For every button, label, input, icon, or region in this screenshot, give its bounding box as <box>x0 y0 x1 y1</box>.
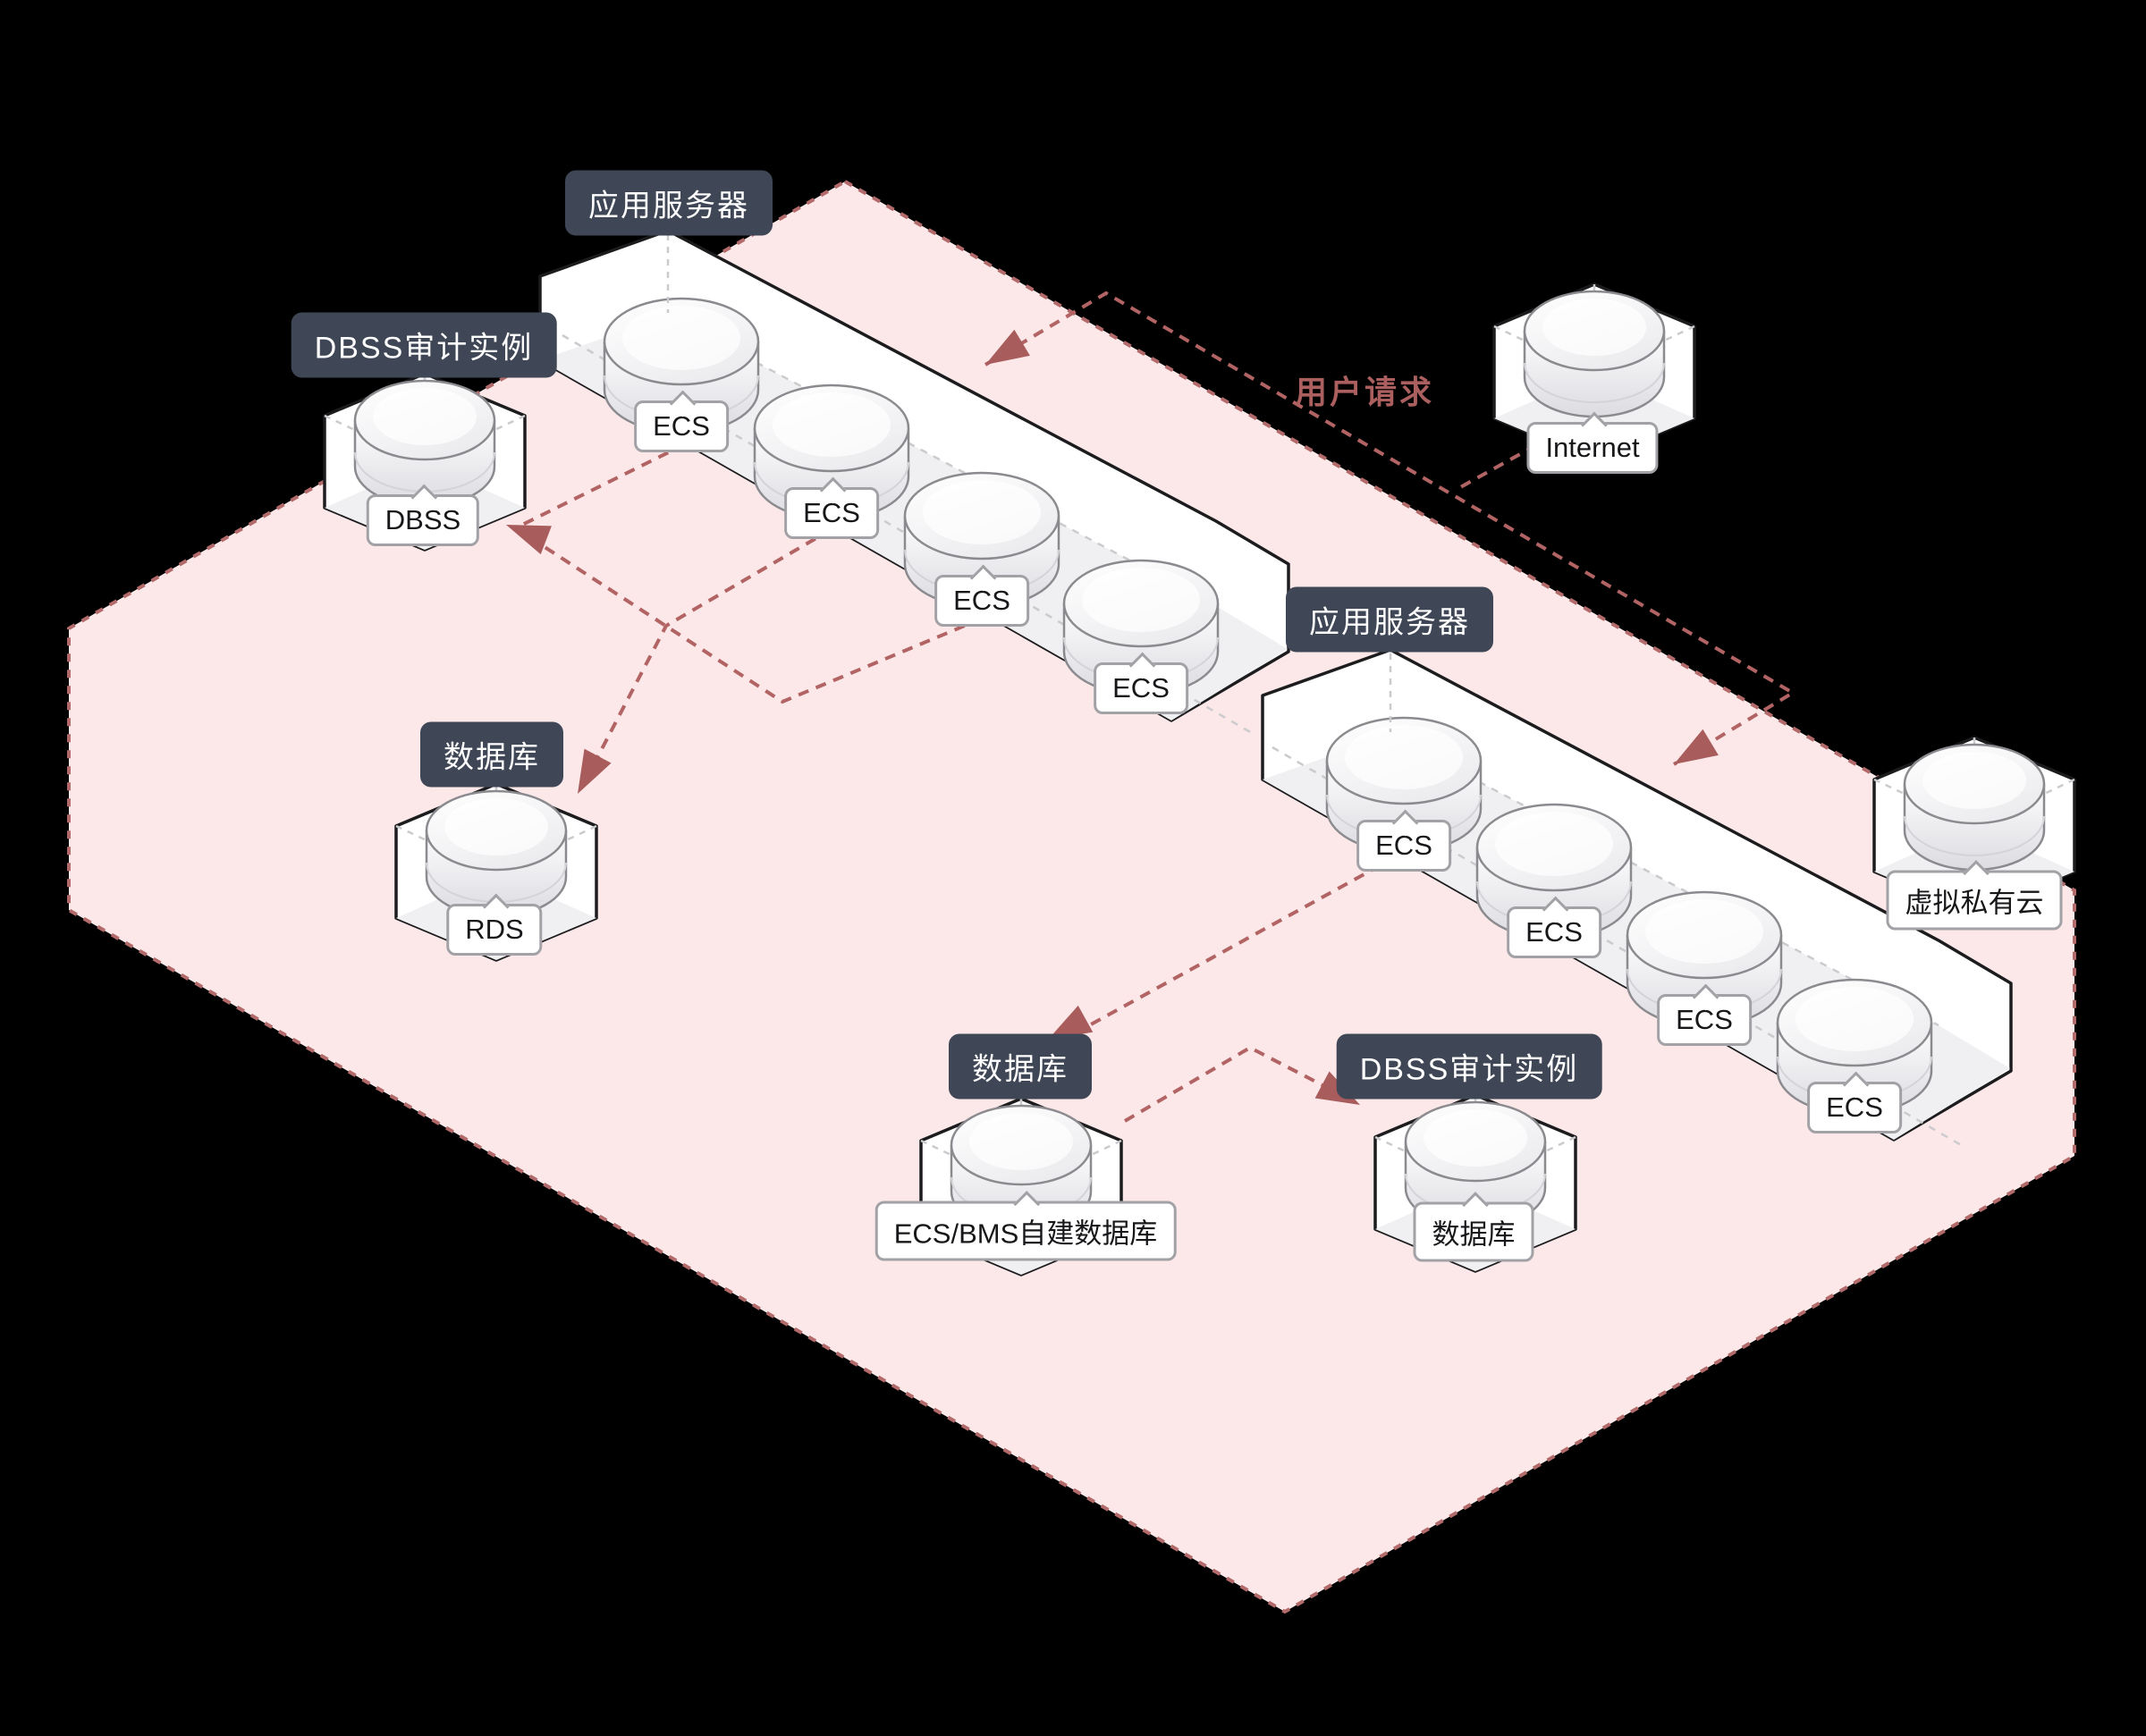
badge-ecs-1b: ECS <box>784 487 879 539</box>
badge-ecs-1d: ECS <box>1094 662 1188 714</box>
badge-ecs-2c: ECS <box>1657 994 1752 1046</box>
label-app-server-1: 应用服务器 <box>565 170 773 236</box>
flow-arrowheads <box>506 329 1719 1105</box>
badge-dbss: DBSS <box>366 494 480 546</box>
server-cylinder-icon <box>425 789 568 918</box>
label-database-rds: 数据库 <box>420 721 563 788</box>
server-cylinder-icon <box>1626 890 1783 1028</box>
user-request-text: 用户请求 <box>1294 374 1435 410</box>
label-dbss-audit-1: DBSS审计实例 <box>291 312 557 378</box>
label-dbss-audit-2: DBSS审计实例 <box>1336 1033 1602 1100</box>
badge-ecs-2b: ECS <box>1507 906 1601 958</box>
traffic-flow-lines <box>516 291 1796 1123</box>
label-connector-lines <box>666 234 1392 732</box>
vpc-plane <box>67 179 2076 1614</box>
badge-ecs-2a: ECS <box>1356 820 1451 872</box>
badge-ecs-1a: ECS <box>634 400 729 452</box>
badge-db: 数据库 <box>1413 1201 1534 1262</box>
badge-internet: Internet <box>1526 422 1659 474</box>
badge-ecs-2d: ECS <box>1807 1082 1902 1133</box>
label-app-server-2: 应用服务器 <box>1286 586 1493 653</box>
server-cylinder-icon <box>1523 290 1666 418</box>
badge-self-built-db: ECS/BMS自建数据库 <box>874 1201 1177 1261</box>
badge-vpc: 虚拟私有云 <box>1886 870 2063 931</box>
server-cylinder-icon <box>1903 743 2046 872</box>
server-cylinder-icon <box>353 379 496 508</box>
label-database-self-built: 数据库 <box>949 1033 1092 1100</box>
badge-ecs-1c: ECS <box>934 575 1029 627</box>
app-server-2-box <box>1261 648 2013 1148</box>
badge-rds: RDS <box>446 904 543 956</box>
